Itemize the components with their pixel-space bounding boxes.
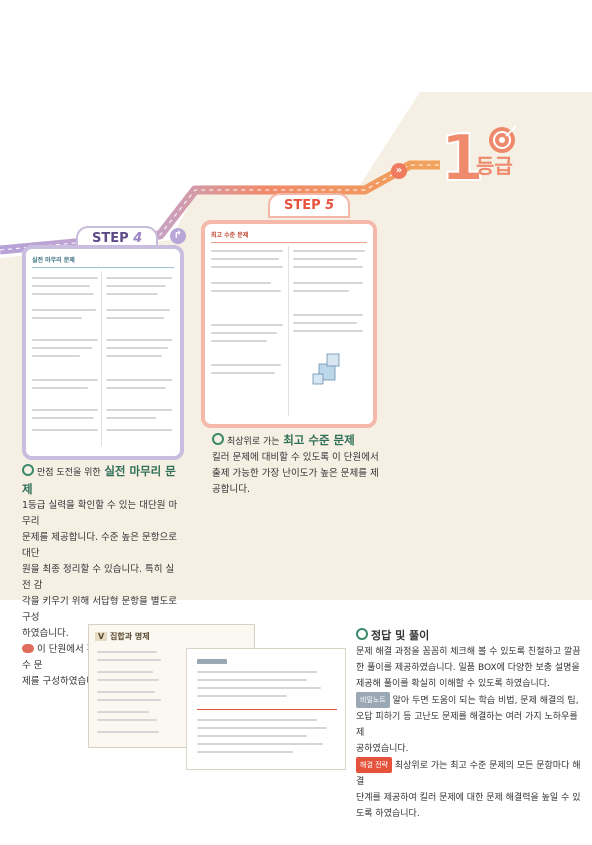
- strategy-line: 최상위로 가는 최고 수준 문제의 모든 문항마다 해결: [356, 761, 581, 787]
- step4-tag: 만점 도전을 위한: [37, 468, 101, 478]
- secret-note-line: 오답 피하기 등 고난도 문제를 해결하는 여러 가지 노하우를 제: [356, 712, 578, 738]
- book-chapter: V: [95, 632, 108, 641]
- strategy-label: 해결 전략: [356, 757, 392, 773]
- step4-card-header: 실전 마무리 문제: [32, 255, 174, 268]
- step4-note-line: 제를 구성하였습니다.: [22, 676, 107, 687]
- secret-note-line: 공하였습니다.: [356, 744, 409, 754]
- secret-note-line: 알아 두면 도움이 되는 학습 비법, 문제 해결의 팁,: [392, 696, 579, 706]
- step5-card: 최고 수준 문제: [201, 220, 377, 428]
- step5-description: 최상위로 가는 최고 수준 문제 킬러 문제에 대비할 수 있도록 이 단원에서…: [212, 432, 382, 498]
- level-one-graphic: 1: [439, 121, 517, 197]
- strategy-line: 도록 하였습니다.: [356, 809, 420, 819]
- answers-description: 정답 및 풀이 문제 해결 과정을 꼼꼼히 체크해 볼 수 있도록 친절하고 깔…: [356, 628, 582, 822]
- target-bullet-icon: [356, 628, 368, 640]
- target-bullet-icon: [22, 464, 34, 476]
- step4-line: 원을 최종 정리할 수 있습니다. 특히 실전 감: [22, 564, 175, 591]
- step4-prefix: STEP: [92, 231, 129, 246]
- step5-line: 출제 가능한 가장 난이도가 높은 문제를 제: [212, 468, 379, 479]
- step5-line: 킬러 문제에 대비할 수 있도록 이 단원에서: [212, 452, 379, 463]
- level-badge: 1 등급: [439, 121, 560, 197]
- target-bullet-icon: [212, 433, 224, 445]
- answers-heading: 정답 및 풀이: [356, 628, 582, 644]
- answers-line: 문제 해결 과정을 꼼꼼히 체크해 볼 수 있도록 친절하고 깔끔: [356, 647, 581, 657]
- level-label: 등급: [476, 154, 513, 178]
- step4-title: 실전 마무리 문제: [22, 464, 176, 496]
- step4-line: 1등급 실력을 확인할 수 있는 대단원 마무리: [22, 500, 178, 527]
- geometry-figure: [311, 352, 347, 388]
- step4-card: 실전 마무리 문제: [22, 245, 184, 460]
- step4-line: 하였습니다.: [22, 628, 69, 639]
- step4-line: 문제를 제공합니다. 수준 높은 문항으로 대단: [22, 532, 177, 559]
- step5-line: 공합니다.: [212, 484, 250, 495]
- step4-number: 4: [133, 231, 143, 246]
- svg-text:1: 1: [440, 122, 485, 192]
- secret-note-label: 비밀노트: [356, 692, 390, 708]
- step5-badge: STEP 5: [268, 193, 351, 218]
- answers-line: 한 풀이를 제공하였습니다. 일품 BOX에 다양한 보충 설명을: [356, 663, 580, 673]
- step5-number: 5: [325, 198, 335, 213]
- step5-tag: 최상위로 가는: [227, 437, 280, 447]
- step5-prefix: STEP: [284, 198, 321, 213]
- step5-title: 최고 수준 문제: [283, 433, 355, 447]
- answer-book-page-right: [186, 648, 346, 770]
- step4-line: 각을 키우기 위해 서답형 문항을 별도로 구성: [22, 596, 177, 623]
- step4-heading: 만점 도전을 위한 실전 마무리 문제: [22, 463, 182, 498]
- strategy-line: 단계를 제공하여 킬러 문제에 대한 문제 해결력을 높일 수 있: [356, 793, 581, 803]
- answers-title: 정답 및 풀이: [371, 629, 430, 642]
- answers-line: 제공해 풀이를 확실히 이해할 수 있도록 하였습니다.: [356, 679, 550, 689]
- book-title: 집합과 명제: [110, 632, 150, 641]
- step5-card-header: 최고 수준 문제: [211, 230, 367, 243]
- speech-bubble-icon: [22, 644, 34, 653]
- step5-heading: 최상위로 가는 최고 수준 문제: [212, 432, 382, 450]
- forward-arrow-icon: »: [391, 163, 407, 179]
- turn-arrow-icon: ↱: [170, 228, 186, 244]
